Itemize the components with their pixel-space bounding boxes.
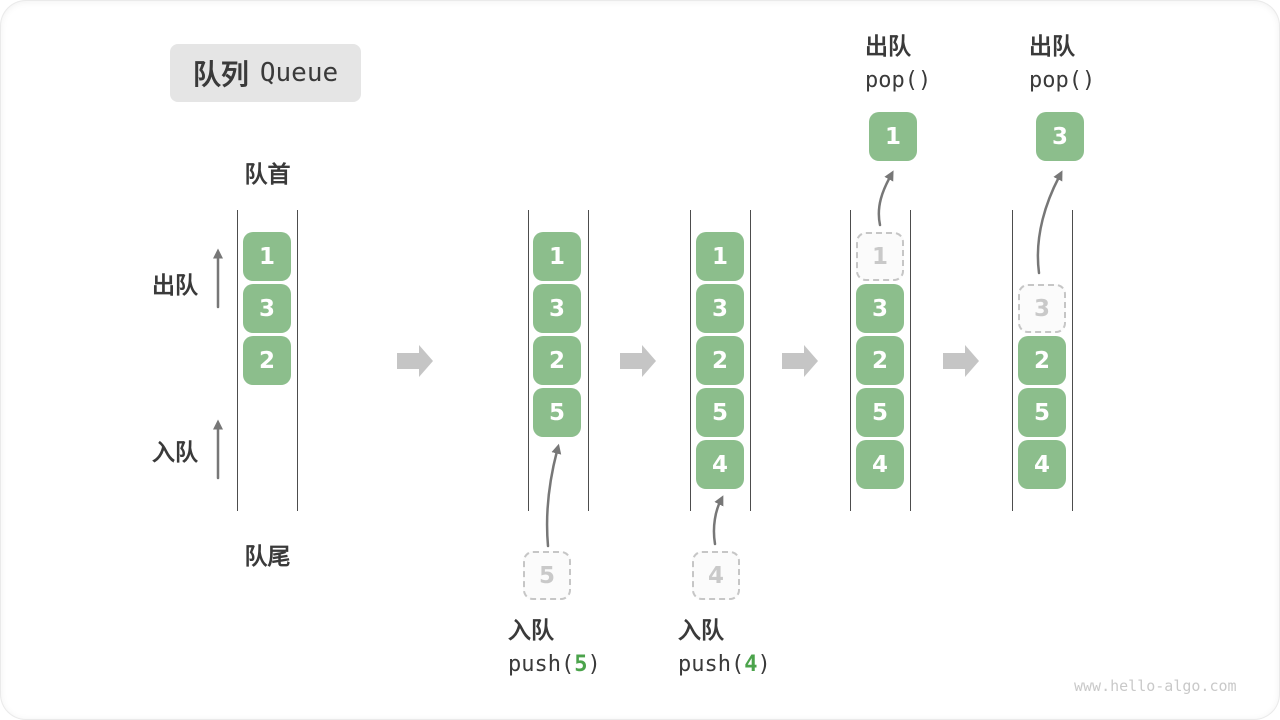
queue-cell: 4 [696, 440, 744, 489]
queue-channel-2 [528, 210, 589, 511]
flow-arrow-icon [397, 345, 433, 377]
title-zh: 队列 [192, 58, 249, 91]
dequeue-op-label: 出队 pop() [1029, 31, 1095, 99]
dequeue-op-code: pop() [865, 68, 932, 93]
queue-cell: 2 [696, 336, 744, 385]
front-label: 队首 [244, 162, 291, 188]
incoming-cell: 5 [523, 551, 571, 600]
rear-label: 队尾 [244, 544, 291, 570]
queue-cell: 4 [856, 440, 904, 489]
flow-arrow-icon [782, 345, 818, 377]
queue-cell: 2 [856, 336, 904, 385]
watermark: www.hello-algo.com [1074, 677, 1237, 695]
queue-cell: 2 [243, 336, 291, 385]
dequeue-side-label: 出队 [152, 273, 198, 299]
title-en: Queue [259, 58, 339, 88]
queue-cell: 5 [533, 388, 581, 437]
queue-cell: 1 [696, 232, 744, 281]
dequeue-op-zh: 出队 [1029, 34, 1075, 60]
queue-cell: 3 [533, 284, 581, 333]
popped-cell: 3 [1036, 112, 1084, 161]
enqueue-op-zh: 入队 [508, 618, 554, 644]
enqueue-op-code: push(5) [508, 652, 601, 677]
popped-cell: 1 [869, 112, 917, 161]
enqueue-side-label: 入队 [152, 440, 198, 466]
queue-channel-5 [1012, 210, 1073, 511]
queue-channel-1 [237, 210, 298, 511]
flow-arrow-icon [943, 345, 979, 377]
enqueue-arg: 4 [744, 652, 758, 677]
dequeue-op-code: pop() [1029, 68, 1096, 93]
queue-cell: 1 [243, 232, 291, 281]
enqueue-op-zh: 入队 [678, 618, 724, 644]
flow-arrow-icon [620, 345, 656, 377]
ghost-cell: 3 [1018, 284, 1066, 333]
enqueue-op-code: push(4) [678, 652, 771, 677]
enqueue-op-label: 入队 push(5) [508, 615, 601, 683]
enqueue-arg: 5 [574, 652, 588, 677]
enqueue-op-label: 入队 push(4) [678, 615, 771, 683]
dequeue-op-label: 出队 pop() [865, 31, 931, 99]
queue-cell: 4 [1018, 440, 1066, 489]
queue-channel-3 [690, 210, 751, 511]
queue-cell: 3 [243, 284, 291, 333]
ghost-cell: 1 [856, 232, 904, 281]
queue-cell: 5 [856, 388, 904, 437]
queue-cell: 1 [533, 232, 581, 281]
queue-title-badge: 队列 Queue [170, 44, 361, 102]
queue-channel-4 [850, 210, 911, 511]
queue-cell: 3 [696, 284, 744, 333]
queue-cell: 5 [1018, 388, 1066, 437]
dequeue-op-zh: 出队 [865, 34, 911, 60]
incoming-cell: 4 [692, 551, 740, 600]
queue-cell: 5 [696, 388, 744, 437]
queue-cell: 2 [533, 336, 581, 385]
queue-cell: 3 [856, 284, 904, 333]
queue-cell: 2 [1018, 336, 1066, 385]
